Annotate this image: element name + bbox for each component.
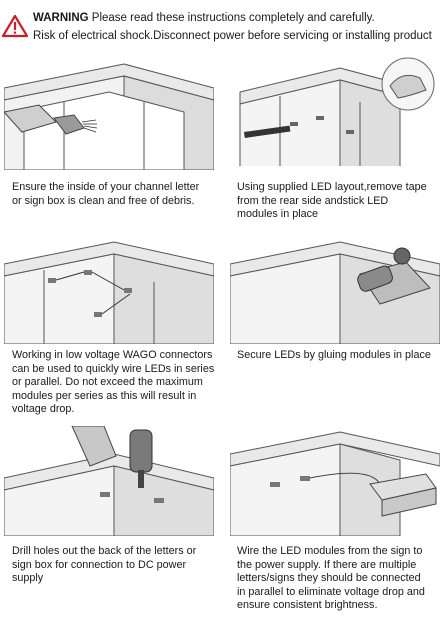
warning-line-1: WARNING Please read these instructions c…: [33, 12, 375, 24]
step-2-illustration: [230, 56, 440, 166]
step-3-caption-line: Working in low voltage WAGO connectors: [12, 349, 213, 361]
step-4-illustration: [230, 234, 440, 344]
step-2-caption: Using supplied LED layout,remove tape fr…: [237, 181, 441, 222]
step-3-caption-line: modules per series as this will result i…: [12, 389, 197, 402]
step-1-caption-line: Ensure the inside of your channel letter: [12, 181, 200, 193]
warning-header: WARNING Please read these instructions c…: [0, 8, 441, 48]
warning-triangle-icon: [2, 14, 28, 38]
step-5-caption-line: sign box for connection to DC power: [12, 558, 187, 571]
step-4-caption-line: Secure LEDs by gluing modules in place: [237, 349, 431, 361]
warning-line-2: Risk of electrical shock.Disconnect powe…: [33, 30, 432, 42]
step-3-caption-line: voltage drop.: [12, 403, 75, 415]
step-6-caption-line: letters/signs they should be connected: [237, 572, 421, 584]
step-6-caption-line: Wire the LED modules from the sign to: [237, 545, 423, 557]
step-4-caption: Secure LEDs by gluing modules in place: [237, 349, 441, 363]
step-5-caption-line: supply: [12, 572, 44, 584]
step-6-caption-line: the power supply. If there are multiple: [237, 558, 417, 571]
warning-label: WARNING: [33, 12, 89, 24]
step-5-caption-line: Drill holes out the back of the letters …: [12, 545, 197, 557]
step-3-caption-line: can be used to quickly wire LEDs in seri…: [12, 362, 215, 375]
step-1-caption: Ensure the inside of your channel letter…: [12, 181, 224, 208]
step-6-illustration: [230, 426, 440, 536]
step-5-illustration: [4, 426, 214, 536]
step-1-illustration: [4, 60, 214, 170]
step-2-caption-line: modules in place: [237, 208, 319, 220]
step-6-caption-line: in parallel to eliminate voltage drop an…: [237, 585, 425, 598]
step-5-caption: Drill holes out the back of the letters …: [12, 545, 224, 586]
step-6-caption-line: ensure consistent brightness.: [237, 599, 378, 611]
step-1-caption-line: or sign box is clean and free of debris.: [12, 194, 195, 207]
step-3-caption: Working in low voltage WAGO connectors c…: [12, 349, 224, 417]
step-2-caption-line: from the rear side andstick LED: [237, 194, 389, 207]
step-6-caption: Wire the LED modules from the sign to th…: [237, 545, 441, 613]
warning-text: Please read these instructions completel…: [88, 12, 375, 24]
step-3-caption-line: or parallel. Do not exceed the maximum: [12, 376, 203, 388]
step-2-caption-line: Using supplied LED layout,remove tape: [237, 181, 427, 193]
step-3-illustration: [4, 234, 214, 344]
